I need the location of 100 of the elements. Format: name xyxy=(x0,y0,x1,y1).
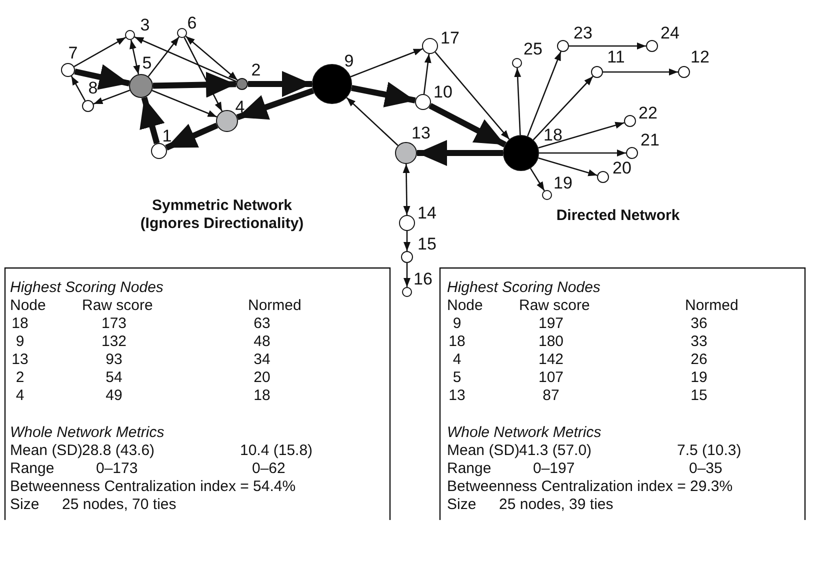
network-node xyxy=(125,30,135,40)
network-node xyxy=(236,78,248,90)
arrow xyxy=(140,96,165,144)
table-text: Node xyxy=(10,297,46,314)
node-number: 8 xyxy=(88,80,98,96)
node-number: 25 xyxy=(524,40,542,58)
table-text: Raw score xyxy=(82,297,153,314)
table-text: 0–62 xyxy=(252,460,286,477)
arrow xyxy=(134,36,237,82)
table-text: Size xyxy=(447,496,476,513)
table-text: 34 xyxy=(252,351,272,368)
arrow xyxy=(93,90,130,104)
table-text: Range xyxy=(10,460,54,477)
arrow xyxy=(404,263,410,287)
table-title: Symmetric Network (Ignores Directionality) xyxy=(139,197,305,233)
network-node xyxy=(129,74,153,98)
network-node xyxy=(542,190,552,200)
table-text: 63 xyxy=(252,315,272,332)
table-text: Node xyxy=(447,297,483,314)
table-text: 25 nodes, 39 ties xyxy=(499,496,614,513)
network-node xyxy=(624,115,636,127)
arrow xyxy=(74,64,130,90)
node-number: 13 xyxy=(412,124,430,142)
arrow xyxy=(346,97,398,146)
arrow xyxy=(185,36,238,81)
node-number: 19 xyxy=(554,174,572,192)
arrow xyxy=(538,157,598,176)
arrow xyxy=(603,68,678,76)
table-text: 20 xyxy=(252,369,272,386)
node-number: 21 xyxy=(640,132,660,148)
table-text: 197 xyxy=(537,315,565,332)
arrow xyxy=(417,140,503,166)
section-heading: Highest Scoring Nodes xyxy=(447,279,600,296)
arrow xyxy=(404,231,410,251)
node-number: 1 xyxy=(162,128,172,144)
arrow xyxy=(236,88,314,120)
table-text: Normed xyxy=(685,297,738,314)
table-text: 107 xyxy=(537,369,565,386)
table-text: 5 xyxy=(452,369,462,386)
table-text: 26 xyxy=(690,351,708,368)
network-node xyxy=(503,135,539,171)
arrow xyxy=(530,168,545,192)
network-node xyxy=(82,100,94,112)
table-text: 0–197 xyxy=(533,460,575,477)
arrow xyxy=(350,48,423,78)
arrow xyxy=(514,68,522,136)
network-node xyxy=(177,28,187,38)
arrow xyxy=(402,164,410,215)
arrow xyxy=(532,76,594,140)
node-number: 23 xyxy=(574,24,592,42)
table-text: 4 xyxy=(14,387,26,404)
network-node xyxy=(597,171,609,183)
table-text: 9 xyxy=(14,333,26,350)
table-text: 93 xyxy=(104,351,124,368)
arrow xyxy=(165,122,218,151)
network-node xyxy=(399,215,415,231)
table-text: 4 xyxy=(452,351,462,368)
table-title: Directed Network xyxy=(555,207,681,225)
node-number: 24 xyxy=(660,24,680,42)
table-text: 87 xyxy=(542,387,560,404)
table-text: 9 xyxy=(452,315,462,332)
node-number: 10 xyxy=(434,84,452,100)
table-text: 2 xyxy=(14,369,26,386)
table-text: Size xyxy=(10,496,40,513)
table-text: Betweenness Centralization index = 54.4% xyxy=(10,478,296,495)
arrow xyxy=(184,37,223,112)
table-text: 10.4 (15.8) xyxy=(240,442,313,459)
network-node xyxy=(557,40,569,52)
table-text: Range xyxy=(447,460,492,477)
table-text: 0–173 xyxy=(96,460,138,477)
arrow xyxy=(70,76,86,102)
table-text: 132 xyxy=(100,333,128,350)
arrow xyxy=(526,51,562,136)
arrow xyxy=(569,42,646,50)
network-node xyxy=(395,142,417,164)
section-heading: Whole Network Metrics xyxy=(10,424,164,441)
section-heading: Highest Scoring Nodes xyxy=(10,279,164,296)
table-text: 180 xyxy=(537,333,565,350)
table-text: 18 xyxy=(10,315,30,332)
arrow xyxy=(428,103,506,148)
arrow xyxy=(148,36,180,77)
table-text: 41.3 (57.0) xyxy=(519,442,592,459)
table-text: Normed xyxy=(248,297,302,314)
network-node xyxy=(422,38,438,54)
network-node xyxy=(591,66,603,78)
table-text: 18 xyxy=(252,387,272,404)
table-text: 54 xyxy=(104,369,124,386)
table-text: Mean (SD) xyxy=(10,442,83,459)
network-node xyxy=(401,251,413,263)
node-number: 7 xyxy=(68,44,78,62)
arrow xyxy=(423,54,432,94)
node-number: 9 xyxy=(344,52,354,70)
table-text: 173 xyxy=(100,315,128,332)
table-text: 48 xyxy=(252,333,272,350)
node-number: 17 xyxy=(440,30,460,46)
node-number: 20 xyxy=(612,160,632,176)
table-text: 13 xyxy=(448,387,466,404)
arrow xyxy=(539,150,626,156)
table-text: 19 xyxy=(690,369,708,386)
network-node xyxy=(646,40,658,52)
